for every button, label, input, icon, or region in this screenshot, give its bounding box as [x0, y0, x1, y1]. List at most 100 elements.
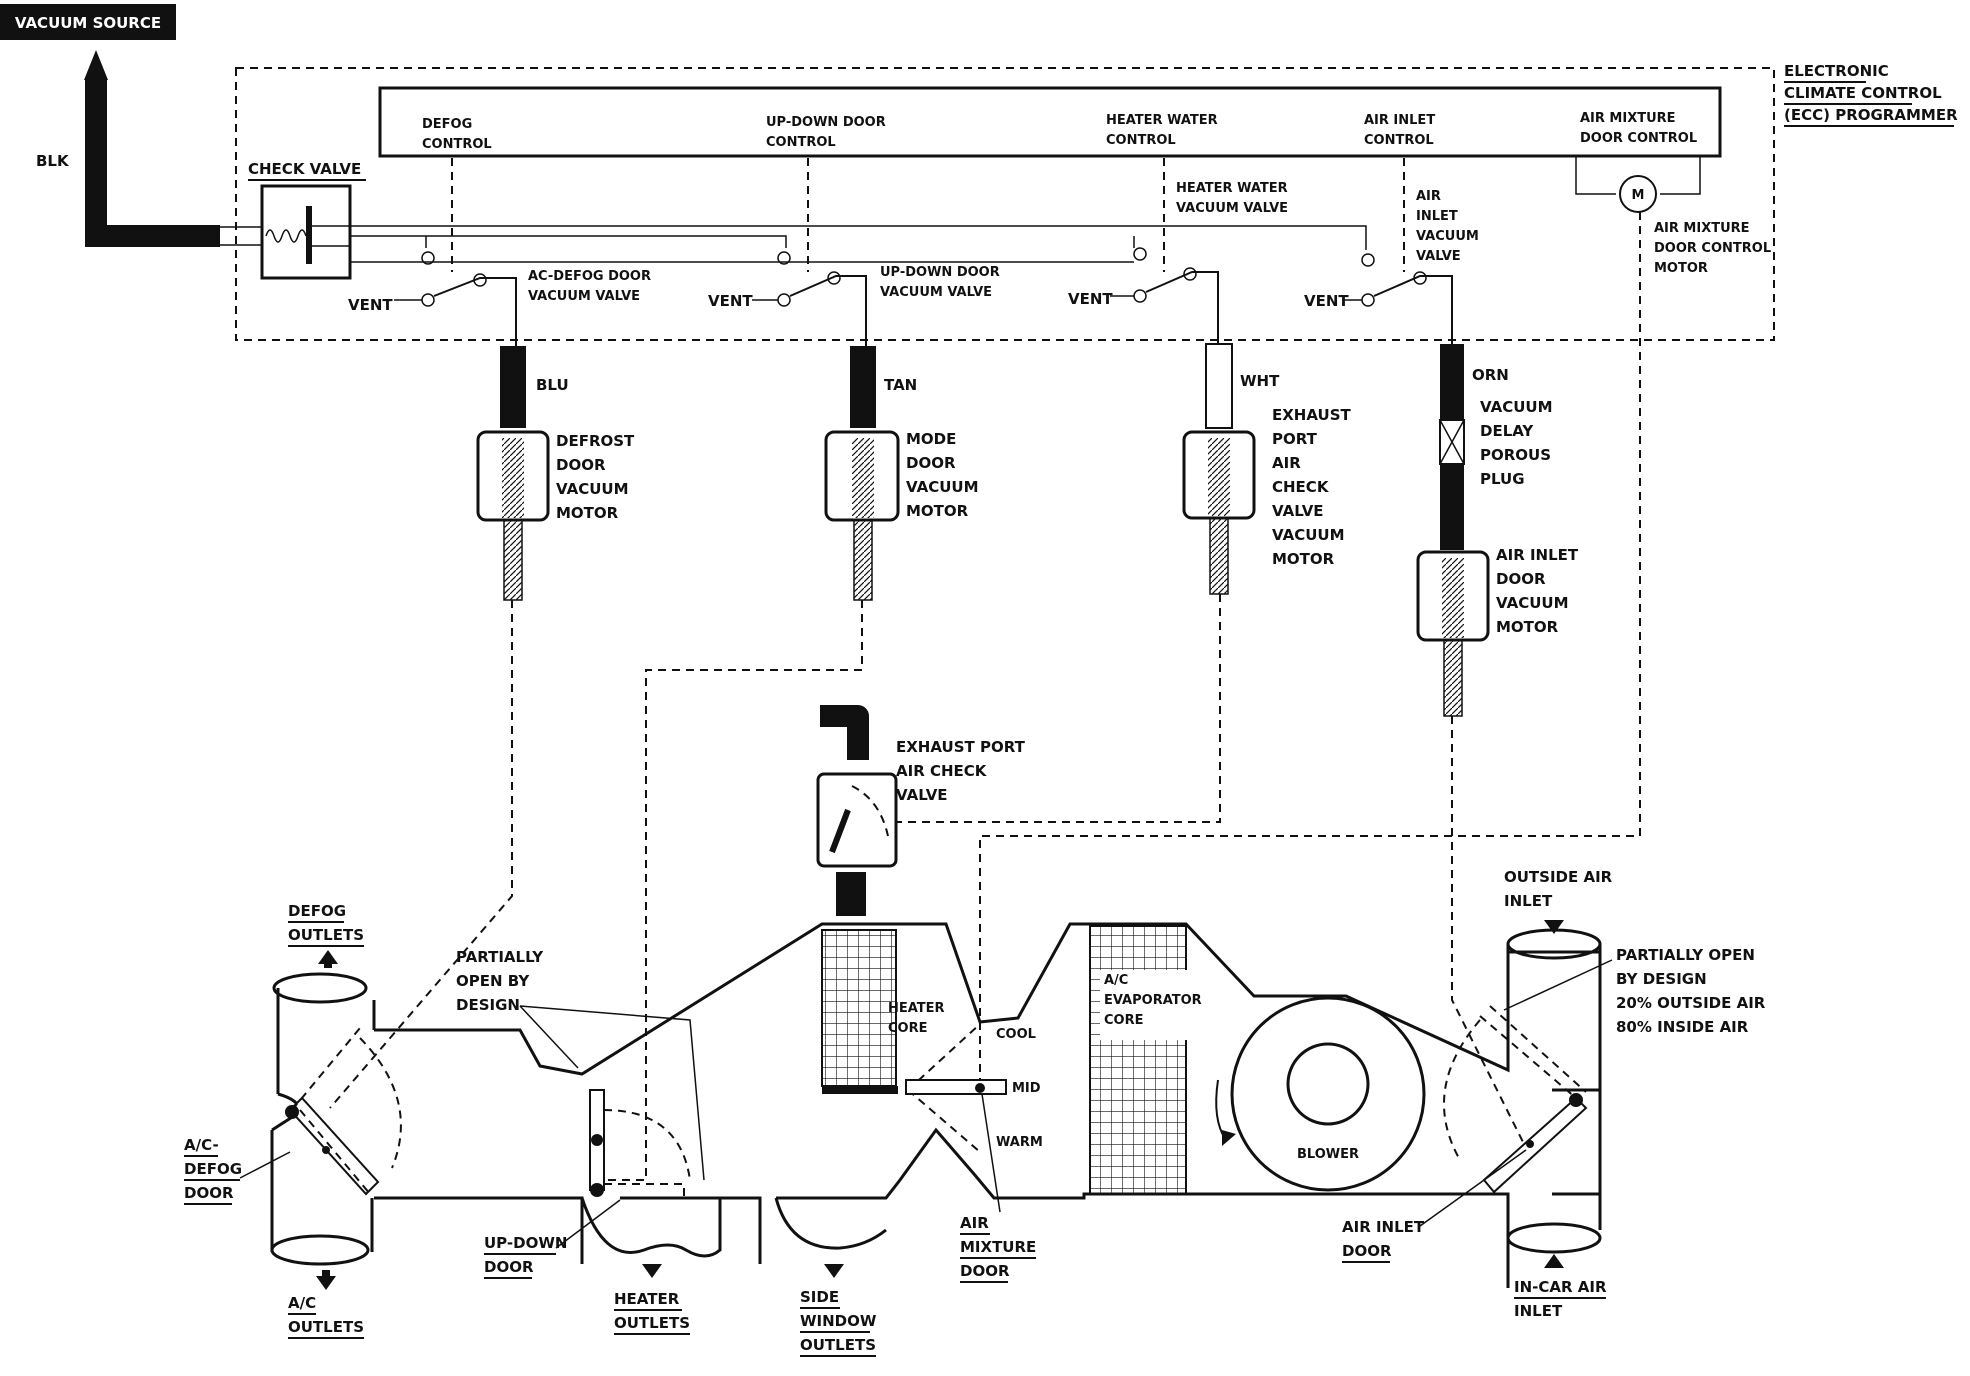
vent-label-4: VENT — [1304, 292, 1349, 310]
svg-text:OUTLETS: OUTLETS — [800, 1336, 876, 1354]
svg-text:DOOR: DOOR — [484, 1258, 534, 1276]
svg-text:CLIMATE CONTROL: CLIMATE CONTROL — [1784, 84, 1942, 102]
svg-text:PARTIALLY OPEN: PARTIALLY OPEN — [1616, 946, 1755, 964]
svg-text:PLUG: PLUG — [1480, 470, 1525, 488]
flow-arrow-outside-air-icon — [1544, 920, 1564, 934]
svg-text:CONTROL: CONTROL — [766, 135, 836, 150]
vent-label-1: VENT — [348, 296, 393, 314]
air-inlet-control-label: AIR INLET CONTROL — [1364, 113, 1435, 148]
wht-hose: WHT — [1205, 343, 1280, 429]
svg-text:DOOR CONTROL: DOOR CONTROL — [1580, 131, 1697, 146]
vent-label-2: VENT — [708, 292, 753, 310]
defrost-link — [329, 600, 513, 1109]
air-inlet-link — [1451, 716, 1527, 1149]
svg-text:AIR: AIR — [1416, 189, 1441, 204]
svg-text:CHECK VALVE: CHECK VALVE — [248, 160, 361, 178]
svg-text:POROUS: POROUS — [1480, 446, 1551, 464]
svg-text:VACUUM: VACUUM — [1272, 526, 1345, 544]
svg-text:AIR MIXTURE: AIR MIXTURE — [1580, 111, 1676, 126]
svg-text:VACUUM SOURCE: VACUUM SOURCE — [15, 14, 161, 32]
svg-text:AIR: AIR — [1272, 454, 1301, 472]
svg-text:MOTOR: MOTOR — [1654, 261, 1708, 276]
vacuum-delay-porous-plug: VACUUM DELAY POROUS PLUG — [1439, 398, 1553, 550]
svg-text:MID: MID — [1012, 1081, 1041, 1096]
svg-text:A/C-: A/C- — [184, 1136, 219, 1154]
svg-text:VACUUM: VACUUM — [1480, 398, 1553, 416]
air-mixture-door: COOL MID WARM — [905, 1023, 1043, 1153]
svg-text:MOTOR: MOTOR — [1496, 618, 1559, 636]
svg-text:DOOR CONTROL: DOOR CONTROL — [1654, 241, 1771, 256]
updown-door-vacuum-valve: UP-DOWN DOOR VACUUM VALVE VENT — [708, 251, 1000, 348]
svg-text:AIR: AIR — [960, 1214, 989, 1232]
svg-text:COOL: COOL — [996, 1027, 1036, 1042]
svg-text:CONTROL: CONTROL — [1364, 133, 1434, 148]
air-inlet-door-label: AIR INLET DOOR — [1342, 1149, 1527, 1263]
svg-text:MOTOR: MOTOR — [1272, 550, 1335, 568]
svg-text:OUTLETS: OUTLETS — [614, 1314, 690, 1332]
svg-text:DELAY: DELAY — [1480, 422, 1534, 440]
exhaust-port-air-check-valve-vacuum-motor: EXHAUST PORT AIR CHECK VALVE VACUUM MOTO… — [1182, 406, 1351, 595]
air-inlet-vacuum-valve: AIR INLET VACUUM VALVE VENT — [1304, 189, 1479, 346]
svg-text:DOOR: DOOR — [556, 456, 606, 474]
vacuum-source-arrow-icon — [84, 50, 220, 247]
exhaust-port-air-check-valve: EXHAUST PORT AIR CHECK VALVE — [816, 705, 1026, 916]
svg-text:CONTROL: CONTROL — [422, 137, 492, 152]
svg-text:20% OUTSIDE AIR: 20% OUTSIDE AIR — [1616, 994, 1766, 1012]
flow-arrow-ac-icon — [316, 1270, 336, 1290]
updown-door-label: UP-DOWN DOOR — [484, 1199, 621, 1279]
svg-text:BLOWER: BLOWER — [1297, 1147, 1359, 1162]
air-mixture-door-control-motor: M AIR MIXTURE DOOR CONTROL MOTOR — [1575, 156, 1771, 276]
incar-air-inlet-label: IN-CAR AIR INLET — [1514, 1278, 1607, 1320]
flow-arrow-heater-icon — [642, 1264, 662, 1278]
svg-text:SIDE: SIDE — [800, 1288, 839, 1306]
heater-outlets-label: HEATER OUTLETS — [614, 1290, 690, 1335]
svg-text:DEFOG: DEFOG — [422, 117, 472, 132]
svg-text:AIR INLET: AIR INLET — [1496, 546, 1579, 564]
svg-text:TAN: TAN — [884, 376, 917, 394]
heater-water-vacuum-valve: HEATER WATER VACUUM VALVE VENT — [1068, 181, 1288, 344]
svg-text:IN-CAR AIR: IN-CAR AIR — [1514, 1278, 1607, 1296]
svg-text:DOOR: DOOR — [906, 454, 956, 472]
svg-text:VACUUM: VACUUM — [556, 480, 629, 498]
svg-text:VACUUM: VACUUM — [1496, 594, 1569, 612]
svg-text:CORE: CORE — [1104, 1013, 1143, 1028]
svg-text:HEATER: HEATER — [614, 1290, 680, 1308]
svg-text:A/C: A/C — [1104, 973, 1128, 988]
acdefog-door — [285, 1027, 402, 1196]
svg-text:MIXTURE: MIXTURE — [960, 1238, 1036, 1256]
svg-text:VACUUM VALVE: VACUUM VALVE — [1176, 201, 1288, 216]
ecc-programmer-boundary — [235, 67, 1775, 341]
svg-text:DEFOG: DEFOG — [184, 1160, 242, 1178]
tan-hose: TAN — [850, 346, 917, 428]
svg-text:(ECC) PROGRAMMER: (ECC) PROGRAMMER — [1784, 106, 1958, 124]
svg-text:CHECK: CHECK — [1272, 478, 1330, 496]
svg-text:EXHAUST PORT: EXHAUST PORT — [896, 738, 1026, 756]
svg-text:OUTSIDE AIR: OUTSIDE AIR — [1504, 868, 1613, 886]
svg-text:CONTROL: CONTROL — [1106, 133, 1176, 148]
air-inlet-door-vacuum-motor: AIR INLET DOOR VACUUM MOTOR — [1416, 546, 1579, 717]
svg-text:MOTOR: MOTOR — [556, 504, 619, 522]
svg-text:DOOR: DOOR — [1342, 1242, 1392, 1260]
mode-link — [590, 600, 863, 1181]
svg-text:DEFOG: DEFOG — [288, 902, 346, 920]
svg-text:HEATER WATER: HEATER WATER — [1106, 113, 1218, 128]
svg-text:ORN: ORN — [1472, 366, 1509, 384]
updown-door — [589, 1089, 691, 1198]
svg-text:UP-DOWN: UP-DOWN — [484, 1234, 567, 1252]
programmer-control-strip — [378, 86, 1722, 158]
svg-text:EXHAUST: EXHAUST — [1272, 406, 1351, 424]
acdefog-door-vacuum-valve: AC-DEFOG DOOR VACUUM VALVE VENT — [348, 251, 651, 348]
svg-text:HEATER: HEATER — [888, 1001, 945, 1016]
svg-text:DOOR: DOOR — [1496, 570, 1546, 588]
svg-text:INLET: INLET — [1504, 892, 1553, 910]
svg-text:OPEN BY: OPEN BY — [456, 972, 530, 990]
air-mixture-door-label: AIR MIXTURE DOOR — [960, 1093, 1036, 1283]
svg-text:OUTLETS: OUTLETS — [288, 926, 364, 944]
svg-text:VACUUM VALVE: VACUUM VALVE — [528, 289, 640, 304]
mode-door-vacuum-motor: MODE DOOR VACUUM MOTOR — [824, 430, 979, 601]
svg-text:AIR INLET: AIR INLET — [1364, 113, 1435, 128]
blower-rotation-arrow-icon — [1222, 1130, 1236, 1146]
svg-text:ELECTRONIC: ELECTRONIC — [1784, 62, 1889, 80]
flow-arrow-defog-icon — [318, 950, 338, 968]
